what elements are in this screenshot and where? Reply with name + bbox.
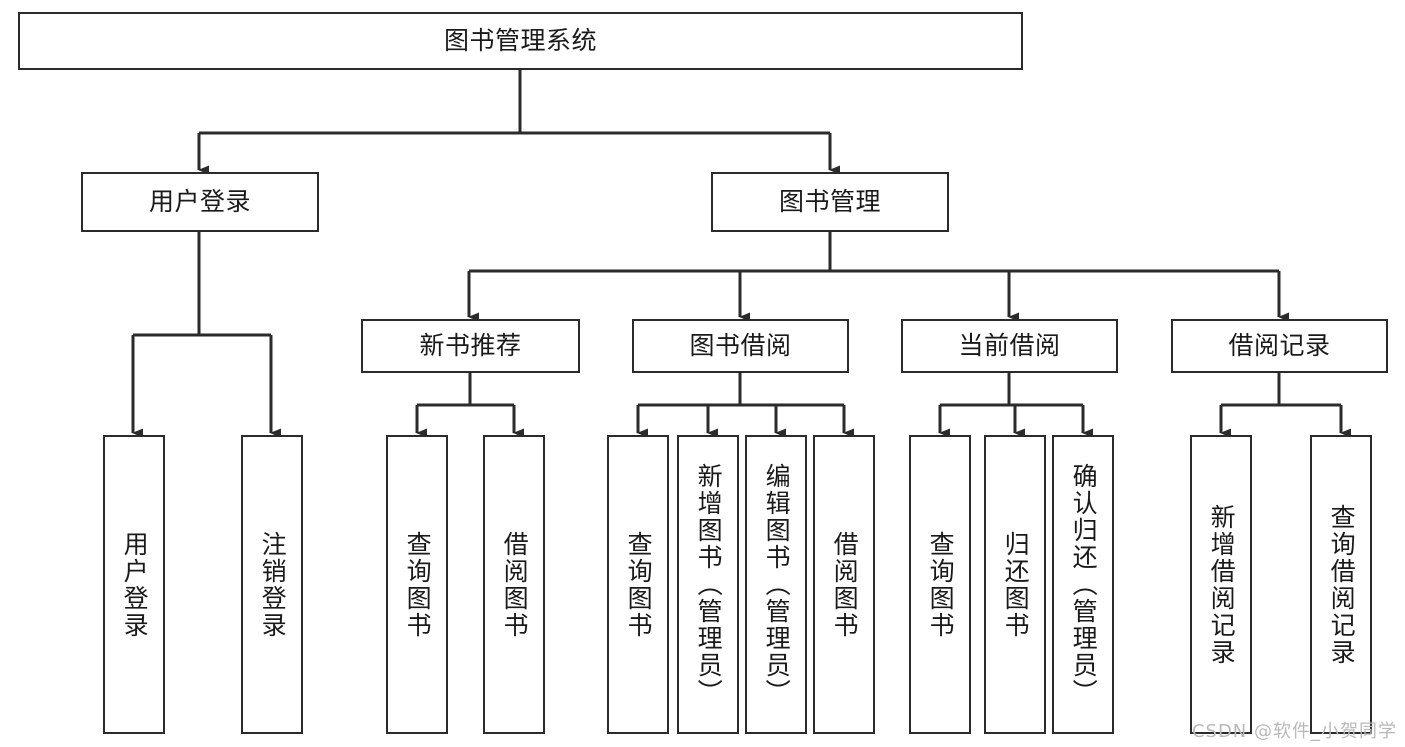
node-leaf-user-login-label: 用户登录 xyxy=(120,530,150,639)
node-leaf-query-book-cur-label: 查询图书 xyxy=(926,530,956,639)
node-user-login[interactable]: 用户登录 xyxy=(81,172,319,232)
node-leaf-return-book[interactable]: 归还图书 xyxy=(984,435,1046,734)
node-leaf-borrow-book-label: 借阅图书 xyxy=(830,530,860,639)
node-root[interactable]: 图书管理系统 xyxy=(18,12,1023,70)
node-root-label: 图书管理系统 xyxy=(443,26,597,56)
node-leaf-return-book-label: 归还图书 xyxy=(1001,530,1031,639)
node-borrow-record-label: 借阅记录 xyxy=(1228,331,1331,361)
node-leaf-user-login[interactable]: 用户登录 xyxy=(103,435,165,734)
node-book-borrow[interactable]: 图书借阅 xyxy=(632,319,849,373)
node-leaf-query-book-borrow-label: 查询图书 xyxy=(624,530,654,639)
node-book-manage-label: 图书管理 xyxy=(778,187,881,217)
node-new-book-rec[interactable]: 新书推荐 xyxy=(361,319,580,373)
node-borrow-record[interactable]: 借阅记录 xyxy=(1171,319,1388,373)
node-leaf-add-record-label: 新增借阅记录 xyxy=(1207,503,1237,666)
node-leaf-query-book-borrow[interactable]: 查询图书 xyxy=(607,435,669,734)
node-leaf-query-book-cur[interactable]: 查询图书 xyxy=(909,435,971,734)
node-leaf-query-record-label: 查询借阅记录 xyxy=(1327,503,1357,666)
node-current-borrow-label: 当前借阅 xyxy=(958,331,1061,361)
node-book-borrow-label: 图书借阅 xyxy=(689,331,792,361)
node-leaf-confirm-return[interactable]: 确认归还（管理员） xyxy=(1052,435,1114,734)
node-leaf-borrow-book-rec-label: 借阅图书 xyxy=(500,530,530,639)
node-leaf-query-record[interactable]: 查询借阅记录 xyxy=(1310,435,1372,734)
csdn-watermark: CSDN @软件_小贺同学 xyxy=(1191,721,1397,742)
node-current-borrow[interactable]: 当前借阅 xyxy=(901,319,1118,373)
node-leaf-confirm-return-label: 确认归还（管理员） xyxy=(1069,463,1099,706)
node-leaf-query-book-rec-label: 查询图书 xyxy=(403,530,433,639)
node-leaf-logout[interactable]: 注销登录 xyxy=(241,435,303,734)
node-user-login-label: 用户登录 xyxy=(148,187,251,217)
node-leaf-query-book-rec[interactable]: 查询图书 xyxy=(386,435,448,734)
node-leaf-borrow-book-rec[interactable]: 借阅图书 xyxy=(483,435,545,734)
node-leaf-add-record[interactable]: 新增借阅记录 xyxy=(1190,435,1252,734)
node-leaf-borrow-book[interactable]: 借阅图书 xyxy=(813,435,875,734)
node-leaf-add-book-label: 新增图书（管理员） xyxy=(694,463,724,706)
node-leaf-add-book[interactable]: 新增图书（管理员） xyxy=(677,435,739,734)
node-new-book-rec-label: 新书推荐 xyxy=(419,331,522,361)
node-book-manage[interactable]: 图书管理 xyxy=(711,172,949,232)
node-leaf-edit-book[interactable]: 编辑图书（管理员） xyxy=(745,435,807,734)
node-leaf-edit-book-label: 编辑图书（管理员） xyxy=(762,463,792,706)
node-leaf-logout-label: 注销登录 xyxy=(258,530,288,639)
